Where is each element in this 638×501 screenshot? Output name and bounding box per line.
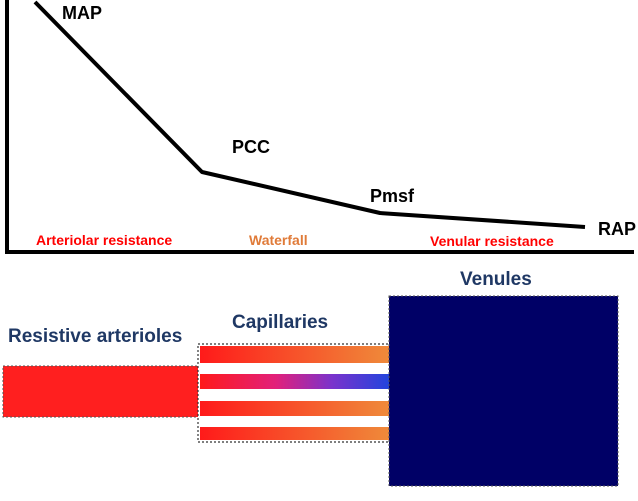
rap-label: RAP: [598, 219, 637, 239]
pcc-label: PCC: [232, 137, 271, 157]
capillary-tube: [200, 374, 389, 389]
venular-resistance-label: Venular resistance: [430, 233, 554, 249]
pmsf-label: Pmsf: [370, 186, 415, 206]
venules-label: Venules: [460, 269, 532, 290]
capillary-tube: [200, 427, 389, 440]
waterfall-label: Waterfall: [249, 232, 308, 248]
capillaries-label: Capillaries: [232, 312, 329, 333]
map-label: MAP: [62, 3, 102, 23]
pressure-curve: [33, 0, 586, 229]
capillary-tube: [200, 401, 389, 416]
arteriole-vessel: [2, 365, 203, 418]
venule-vessel: [388, 295, 619, 487]
capillary-tube: [200, 346, 389, 363]
resistive-arterioles-label: Resistive arterioles: [8, 326, 183, 347]
arteriolar-resistance-label: Arteriolar resistance: [36, 232, 173, 248]
